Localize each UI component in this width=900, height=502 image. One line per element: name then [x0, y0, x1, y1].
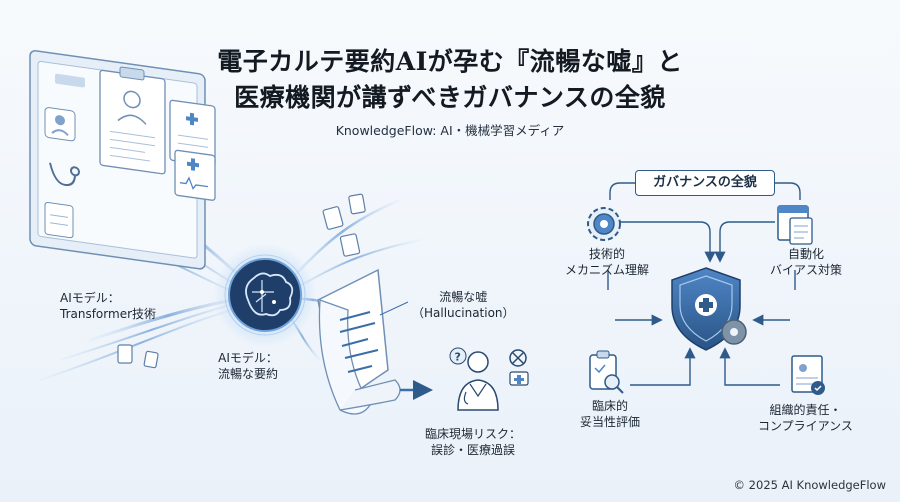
- label-clinical-risk: 臨床現場リスク： 誤診・医療過誤: [425, 427, 522, 457]
- title-line-2: 医療機関が講ずべきガバナンスの全貌: [234, 83, 666, 112]
- governance-item-automation-bias: 自動化 バイアス対策: [770, 247, 843, 277]
- clipboard-magnifier-icon: [589, 350, 624, 394]
- question-mark-icon: ?: [449, 347, 467, 365]
- doctor-icon: [457, 351, 499, 411]
- gear-icon: [587, 207, 621, 241]
- governance-item-compliance: 組織的責任・ コンプライアンス: [758, 403, 853, 433]
- certificate-icon: [791, 355, 825, 395]
- copyright: © 2025 AI KnowledgeFlow: [733, 478, 886, 492]
- subtitle: KnowledgeFlow: AI・機械学習メディア: [335, 123, 565, 138]
- ehr-monitor-illustration: [29, 50, 216, 270]
- hallucination-scroll-illustration: [317, 268, 433, 415]
- shield-gear-icon: [671, 267, 747, 351]
- ai-brain-illustration: [213, 243, 317, 347]
- label-ai-model-tech: AIモデル： Transformer技術: [60, 291, 157, 321]
- floating-document-icons: [117, 193, 366, 369]
- medical-kit-icon: [509, 371, 529, 386]
- title-line-1: 電子カルテ要約AIが孕む『流暢な嘘』と: [217, 47, 683, 76]
- prohibited-icon: [509, 349, 527, 367]
- governance-frame: [607, 182, 801, 386]
- governance-item-clinical-validity: 臨床的 妥当性評価: [580, 399, 641, 429]
- svg-text:?: ?: [455, 351, 461, 364]
- automation-document-icon: [777, 205, 813, 245]
- governance-header: ガバナンスの全貌: [635, 170, 775, 196]
- governance-item-technical: 技術的 メカニズム理解: [565, 247, 650, 277]
- label-hallucination: 流暢な嘘 （Hallucination）: [412, 290, 515, 320]
- label-ai-model-summary: AIモデル： 流暢な要約: [218, 351, 279, 381]
